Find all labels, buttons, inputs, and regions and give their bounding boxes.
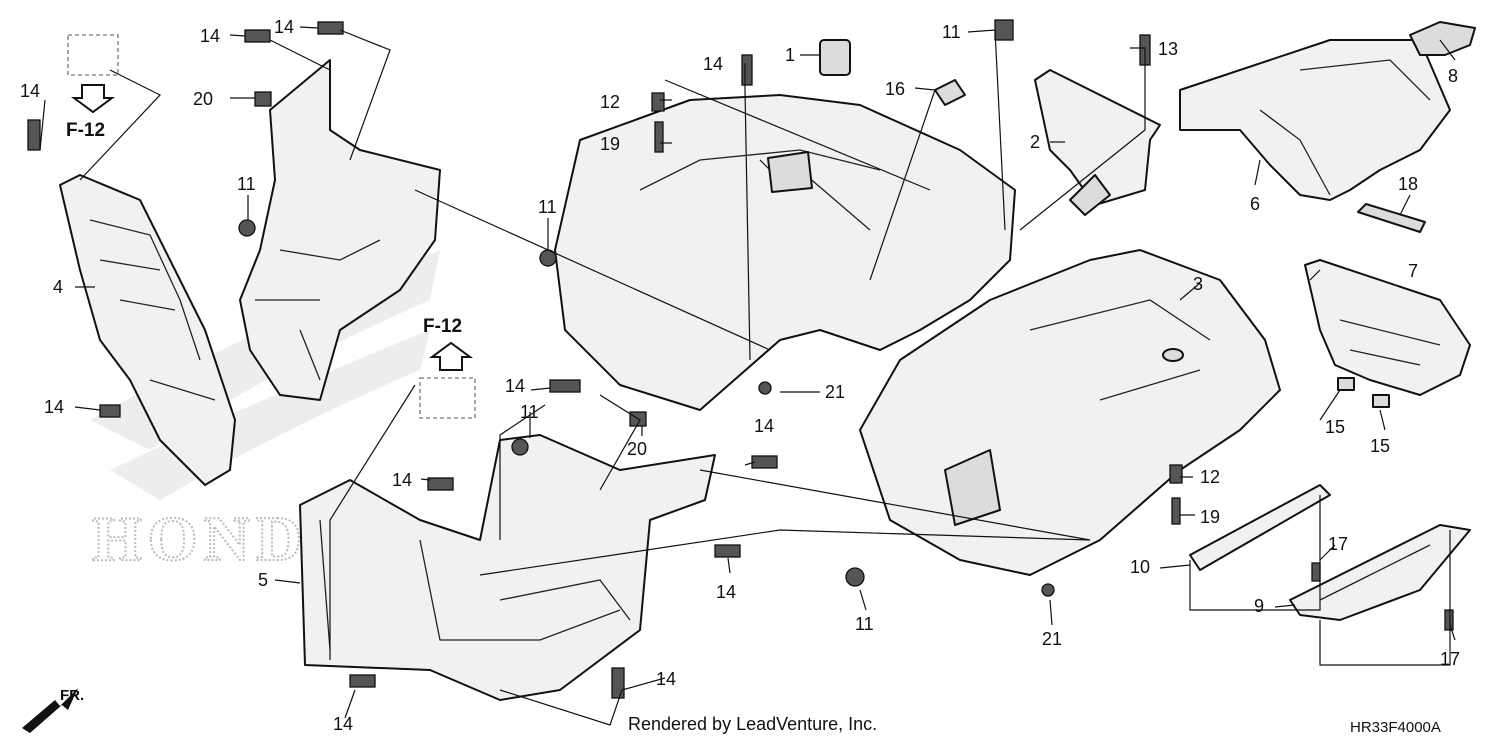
callout-19-a[interactable]: 19 <box>600 134 620 154</box>
callout-14-g[interactable]: 14 <box>754 416 774 436</box>
part-2-bracket[interactable] <box>1034 69 1161 216</box>
part-15-clip-a[interactable] <box>1337 377 1355 391</box>
callout-7[interactable]: 7 <box>1408 261 1418 281</box>
part-14-clip-d[interactable] <box>741 54 753 86</box>
part-12-collar-b[interactable] <box>1169 464 1183 484</box>
part-11-grommet-d[interactable] <box>845 567 865 587</box>
callout-1[interactable]: 1 <box>785 45 795 65</box>
callout-18[interactable]: 18 <box>1398 174 1418 194</box>
callout-14-k[interactable]: 14 <box>656 669 676 689</box>
part-19-bolt-b[interactable] <box>1171 497 1181 525</box>
diagram-code: HR33F4000A <box>1350 719 1441 736</box>
ref-box-mid <box>419 377 476 419</box>
credit-text: Rendered by LeadVenture, Inc. <box>628 714 877 734</box>
callout-12-a[interactable]: 12 <box>600 92 620 112</box>
part-7-tray[interactable] <box>1304 259 1471 396</box>
part-rear-carrier[interactable] <box>554 94 1016 411</box>
callout-14-f[interactable]: 14 <box>505 376 525 396</box>
callout-14-b[interactable]: 14 <box>200 26 220 46</box>
ref-label-mid: F-12 <box>423 316 462 337</box>
callout-11-c[interactable]: 11 <box>520 402 539 422</box>
callout-20-a[interactable]: 20 <box>193 89 213 109</box>
callouts: 1 2 3 4 5 6 7 8 9 10 11 11 11 11 11 12 1… <box>20 17 1460 734</box>
callout-14-e[interactable]: 14 <box>44 397 64 417</box>
part-17-screw-b[interactable] <box>1444 609 1454 631</box>
callout-19-b[interactable]: 19 <box>1200 507 1220 527</box>
part-20-bolt-a[interactable] <box>254 91 272 107</box>
callout-4[interactable]: 4 <box>53 277 63 297</box>
callout-14-i[interactable]: 14 <box>716 582 736 602</box>
part-14-clip-h[interactable] <box>427 477 454 491</box>
callout-14-h[interactable]: 14 <box>392 470 412 490</box>
part-10-guard[interactable] <box>1189 484 1331 571</box>
part-14-clip-c[interactable] <box>317 21 344 35</box>
part-15-clip-b[interactable] <box>1372 394 1390 408</box>
callout-21-b[interactable]: 21 <box>1042 629 1062 649</box>
part-14-clip-i[interactable] <box>714 544 741 558</box>
part-14-clip-k[interactable] <box>611 667 625 699</box>
part-14-clip-f[interactable] <box>549 379 581 393</box>
part-14-clip-g[interactable] <box>751 455 778 469</box>
callout-14-c[interactable]: 14 <box>274 17 294 37</box>
front-arrow-icon <box>22 688 78 733</box>
callout-21-a[interactable]: 21 <box>825 382 845 402</box>
part-11-grommet-top[interactable] <box>994 19 1014 41</box>
callout-12-b[interactable]: 12 <box>1200 467 1220 487</box>
part-9-guard[interactable] <box>1289 524 1471 621</box>
leader-lines <box>39 26 1456 726</box>
part-8-clip[interactable] <box>1409 21 1476 56</box>
part-12-collar-a[interactable] <box>651 92 665 112</box>
part-11-grommet-c[interactable] <box>511 438 529 456</box>
part-3-rear-fender[interactable] <box>859 249 1281 576</box>
callout-20-b[interactable]: 20 <box>627 439 647 459</box>
callout-6[interactable]: 6 <box>1250 194 1260 214</box>
callout-9[interactable]: 9 <box>1254 596 1264 616</box>
callout-2[interactable]: 2 <box>1030 132 1040 152</box>
callout-11-b[interactable]: 11 <box>538 197 557 217</box>
ref-arrow-up-icon <box>428 341 474 371</box>
ref-box-top <box>67 34 119 76</box>
part-14-clip-e[interactable] <box>99 404 121 418</box>
ref-label-top: F-12 <box>66 120 105 141</box>
callout-13[interactable]: 13 <box>1158 39 1178 59</box>
callout-11-d[interactable]: 11 <box>855 614 874 634</box>
part-frame-left <box>239 59 441 401</box>
part-21-nut-a[interactable] <box>758 381 772 395</box>
part-14-clip-j[interactable] <box>349 674 376 688</box>
part-16-grommet[interactable] <box>934 79 966 106</box>
callout-10[interactable]: 10 <box>1130 557 1150 577</box>
callout-14-j[interactable]: 14 <box>333 714 353 734</box>
callout-16[interactable]: 16 <box>885 79 905 99</box>
callout-11-top[interactable]: 11 <box>942 22 961 42</box>
callout-17-b[interactable]: 17 <box>1440 649 1460 669</box>
part-11-grommet-a[interactable] <box>238 219 256 237</box>
part-1-cap[interactable] <box>819 39 851 76</box>
part-14-clip-b[interactable] <box>244 29 271 43</box>
callout-15-a[interactable]: 15 <box>1325 417 1345 437</box>
hardware-group <box>27 19 1454 699</box>
callout-8[interactable]: 8 <box>1448 66 1458 86</box>
part-4-left-fender[interactable] <box>59 174 236 486</box>
callout-17-a[interactable]: 17 <box>1328 534 1348 554</box>
callout-3[interactable]: 3 <box>1193 274 1203 294</box>
callout-14-a[interactable]: 14 <box>20 81 40 101</box>
callout-14-d[interactable]: 14 <box>703 54 723 74</box>
front-label: FR. <box>60 687 84 704</box>
callout-5[interactable]: 5 <box>258 570 268 590</box>
part-14-clip-a[interactable] <box>27 119 41 151</box>
part-5-lower-fender[interactable] <box>299 434 716 701</box>
ref-arrow-down-icon <box>70 84 116 114</box>
part-17-screw-a[interactable] <box>1311 562 1321 582</box>
callout-11-a[interactable]: 11 <box>237 174 256 194</box>
callout-15-b[interactable]: 15 <box>1370 436 1390 456</box>
part-19-bolt-a[interactable] <box>654 121 664 153</box>
part-18-strap[interactable] <box>1357 203 1426 233</box>
part-21-nut-b[interactable] <box>1041 583 1055 597</box>
